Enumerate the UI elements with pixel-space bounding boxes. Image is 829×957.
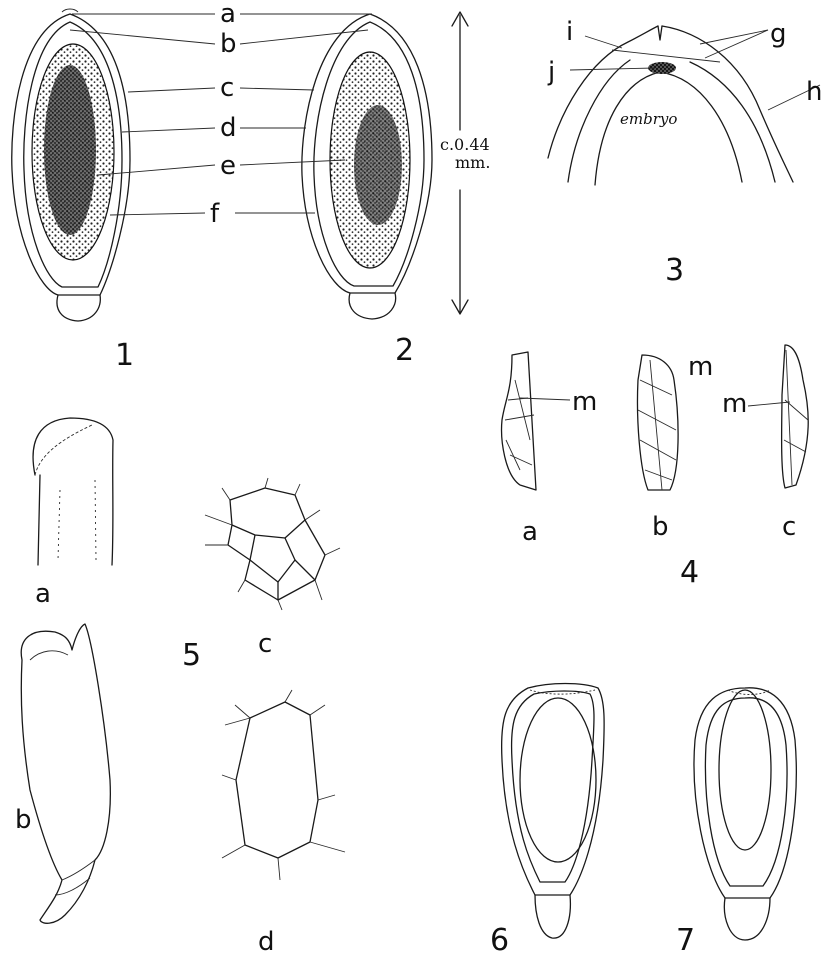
- figure-3-embryo-apex: i g j h embryo: [547, 17, 822, 185]
- figure-5a: [33, 418, 113, 565]
- scale-unit: mm.: [455, 153, 490, 172]
- fig3-label-i: i: [566, 17, 573, 47]
- figure-4-number: 4: [680, 555, 699, 590]
- fig4c-label-m: m: [722, 389, 747, 419]
- label-c: c: [220, 73, 234, 103]
- label-a: a: [220, 0, 236, 29]
- fig5-sub-d: d: [258, 927, 275, 957]
- fig3-label-j: j: [547, 57, 555, 87]
- figure-6-seed: [502, 684, 605, 939]
- label-b: b: [220, 29, 237, 59]
- fig3-embryo-label: embryo: [620, 110, 677, 128]
- scale-bar: c.0.44 mm.: [440, 12, 490, 314]
- figure-6-number: 6: [490, 923, 509, 957]
- figure-1-number: 1: [115, 338, 134, 373]
- fig3-label-g: g: [770, 19, 787, 49]
- figure-5-number: 5: [182, 638, 201, 673]
- fig5-sub-c: c: [258, 629, 272, 659]
- figure-2-number: 2: [395, 333, 414, 368]
- fig4-sub-b: b: [652, 512, 669, 542]
- figure-1-seed-section: [12, 9, 130, 321]
- figure-2-seed-section: [302, 14, 432, 319]
- figure-7-number: 7: [676, 923, 695, 957]
- fig4-sub-c: c: [782, 512, 796, 542]
- fig5-sub-a: a: [35, 579, 51, 609]
- fig4-sub-a: a: [522, 517, 538, 547]
- figure-5c: [205, 478, 340, 610]
- fig4a-label-m: m: [572, 387, 597, 417]
- fig4b-label-m: m: [688, 352, 713, 382]
- scale-value: c.0.44: [440, 135, 490, 154]
- label-d: d: [220, 113, 237, 143]
- figure-5b: [21, 624, 110, 923]
- figure-5d: [222, 690, 345, 880]
- label-e: e: [220, 151, 236, 181]
- fig1-embryo-core: [44, 65, 96, 235]
- figure-4b: [637, 355, 678, 490]
- label-f: f: [210, 199, 220, 229]
- fig5-sub-b: b: [15, 805, 32, 835]
- figure-3-number: 3: [665, 253, 684, 288]
- figure-4c: [748, 345, 808, 488]
- fig2-embryo-core: [354, 105, 402, 225]
- fig3-label-h: h: [806, 77, 822, 107]
- figure-4a: [502, 352, 570, 490]
- figure-7-seed: [694, 688, 796, 940]
- fig1-2-part-labels: a b c d e f: [210, 0, 237, 229]
